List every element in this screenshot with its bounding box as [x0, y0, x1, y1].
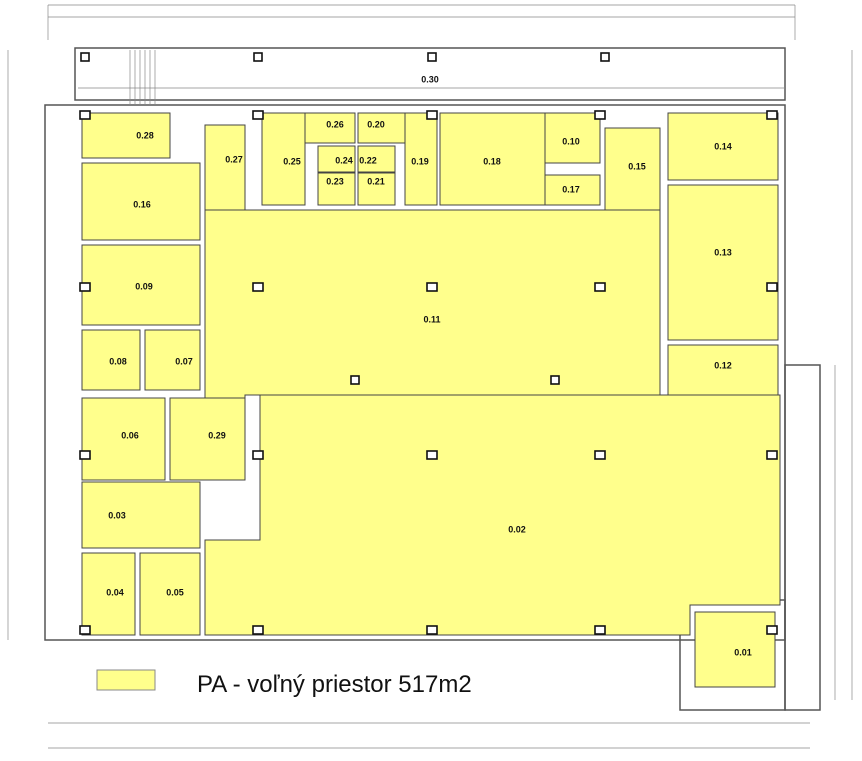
room-0.28	[81, 112, 171, 159]
room-label-0.29: 0.29	[208, 430, 226, 440]
room-label-0.27: 0.27	[225, 154, 243, 164]
room-label-0.23: 0.23	[326, 176, 344, 186]
room-0.01	[694, 611, 776, 688]
column-marker	[594, 450, 606, 460]
column-marker	[550, 375, 560, 385]
column-marker	[600, 52, 610, 62]
room-label-0.24: 0.24	[335, 155, 353, 165]
columns	[79, 52, 778, 635]
room-0.09	[81, 244, 201, 326]
legend-label: PA - voľný priestor 517m2	[197, 671, 472, 698]
room-label-0.19: 0.19	[411, 156, 429, 166]
room-0.16	[81, 162, 201, 241]
room-label-0.15: 0.15	[628, 161, 646, 171]
room-label-0.03: 0.03	[108, 510, 126, 520]
column-marker	[252, 450, 264, 460]
room-0.04	[81, 552, 136, 636]
column-marker	[253, 52, 263, 62]
room-0.14	[667, 112, 779, 181]
column-marker	[426, 450, 438, 460]
room-label-0.02: 0.02	[508, 524, 526, 534]
column-marker	[426, 282, 438, 292]
room-label-0.09: 0.09	[135, 281, 153, 291]
column-marker	[766, 450, 778, 460]
room-label-0.08: 0.08	[109, 356, 127, 366]
room-label-0.17: 0.17	[562, 184, 580, 194]
room-0.27	[204, 124, 246, 216]
room-label-0.30: 0.30	[421, 74, 439, 84]
room-0.02	[204, 394, 781, 636]
column-marker	[350, 375, 360, 385]
room-0.21	[357, 172, 396, 206]
room-label-0.01: 0.01	[734, 647, 752, 657]
column-marker	[766, 625, 778, 635]
column-marker	[252, 625, 264, 635]
room-label-0.21: 0.21	[367, 176, 385, 186]
column-marker	[252, 110, 264, 120]
column-marker	[766, 110, 778, 120]
column-marker	[427, 52, 437, 62]
room-label-0.06: 0.06	[121, 430, 139, 440]
column-marker	[594, 282, 606, 292]
room-0.13	[667, 184, 779, 341]
room-label-0.16: 0.16	[133, 199, 151, 209]
room-0.06	[81, 397, 166, 481]
column-marker	[79, 282, 91, 292]
column-marker	[79, 450, 91, 460]
column-marker	[594, 625, 606, 635]
room-0.10	[544, 112, 601, 164]
room-0.03	[81, 481, 201, 549]
column-marker	[766, 282, 778, 292]
column-marker	[79, 625, 91, 635]
room-0.18	[439, 112, 546, 206]
room-label-0.14: 0.14	[714, 141, 732, 151]
room-label-0.11: 0.11	[423, 314, 440, 324]
room-label-0.20: 0.20	[367, 119, 385, 129]
room-label-0.12: 0.12	[714, 360, 732, 370]
room-label-0.26: 0.26	[326, 119, 344, 129]
room-0.19	[404, 112, 438, 206]
column-marker	[426, 625, 438, 635]
column-marker	[79, 110, 91, 120]
column-marker	[426, 110, 438, 120]
room-label-0.05: 0.05	[166, 587, 184, 597]
room-label-0.13: 0.13	[714, 247, 732, 257]
room-0.23	[317, 172, 356, 206]
room-0.26	[304, 112, 356, 144]
column-marker	[252, 282, 264, 292]
room-label-0.22: 0.22	[359, 155, 377, 165]
column-marker	[594, 110, 606, 120]
room-label-0.10: 0.10	[562, 136, 580, 146]
room-label-0.04: 0.04	[106, 587, 124, 597]
room-label-0.28: 0.28	[136, 130, 154, 140]
room-label-0.07: 0.07	[175, 356, 193, 366]
room-0.17	[544, 174, 601, 206]
room-0.15	[604, 127, 661, 211]
rooms	[81, 112, 781, 688]
room-0.07	[144, 329, 201, 391]
column-marker	[80, 52, 90, 62]
room-label-0.18: 0.18	[483, 156, 501, 166]
room-0.29	[169, 397, 246, 481]
room-label-0.25: 0.25	[283, 156, 301, 166]
room-0.22	[357, 145, 396, 173]
room-0.05	[139, 552, 201, 636]
room-0.25	[261, 112, 306, 206]
room-labels: 0.28 0.27 0.16 0.25 0.26 0.20 0.24 0.22 0.23 0.21…	[106, 119, 752, 657]
dimension-lines	[7, 4, 853, 749]
room-0.08	[81, 329, 141, 391]
legend-swatch	[96, 669, 156, 691]
room-0.24	[317, 145, 356, 173]
